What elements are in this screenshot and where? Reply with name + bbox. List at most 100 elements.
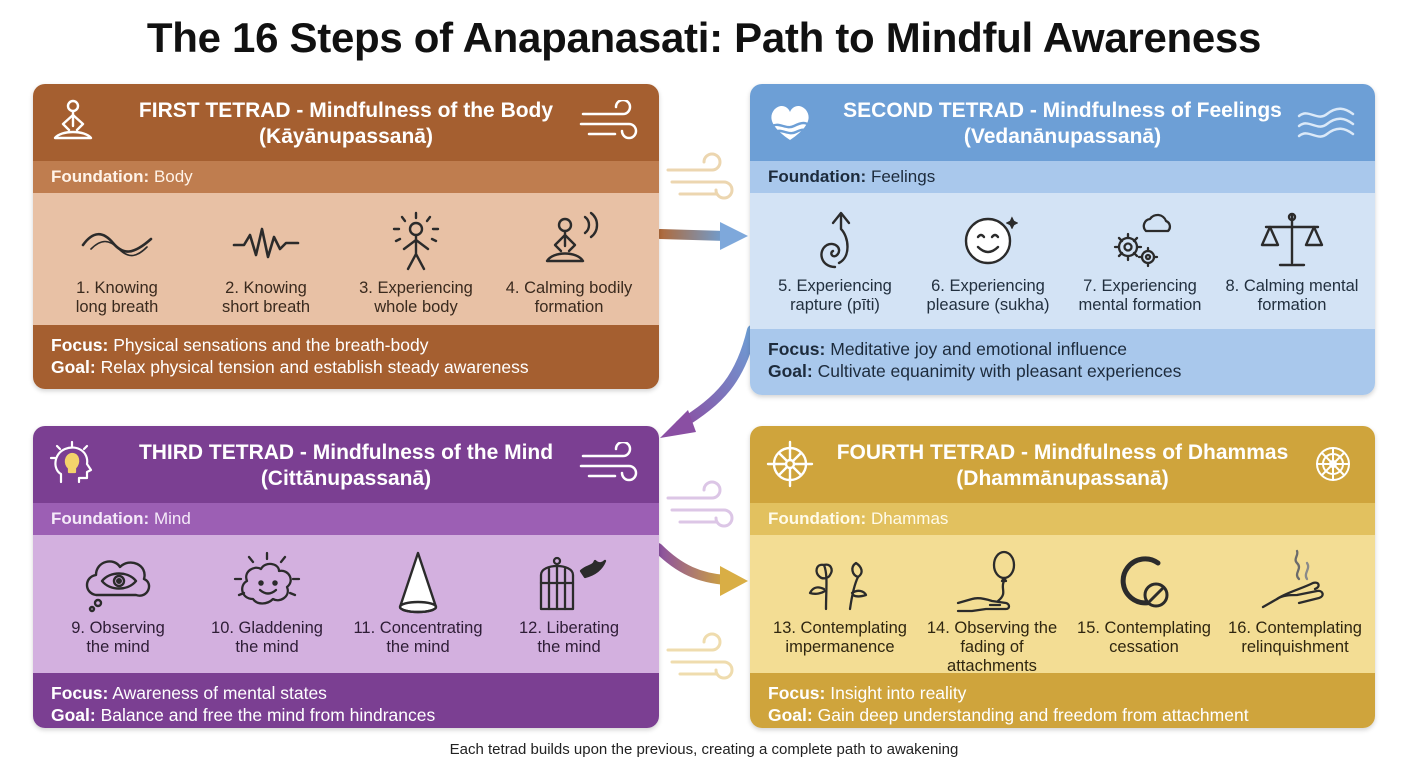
focus-value: Insight into reality: [830, 683, 967, 703]
steps-row: 5. Experiencing rapture (pīti) 6. Experi…: [750, 193, 1375, 329]
goal-value: Balance and free the mind from hindrance…: [100, 705, 436, 725]
goal-line: Goal: Balance and free the mind from hin…: [51, 704, 641, 726]
step-8: 8. Calming mental formation: [1216, 207, 1368, 315]
focus-value: Awareness of mental states: [112, 683, 327, 703]
foundation-row: Foundation: Dhammas: [750, 503, 1375, 535]
steps-row: 13. Contemplating impermanence 14. Obser…: [750, 535, 1375, 676]
cessation-icon: [1120, 556, 1169, 608]
step-label: 3. Experiencing: [359, 279, 473, 297]
tetrad-card-feelings: SECOND TETRAD - Mindfulness of Feelings …: [750, 84, 1375, 395]
goal-line: Goal: Cultivate equanimity with pleasant…: [768, 360, 1357, 382]
arrow-1-to-2: [655, 222, 748, 250]
tetrad-title: THIRD TETRAD - Mindfulness of the Mind: [138, 441, 554, 464]
step-label: formation: [1257, 296, 1327, 314]
balance-scale-icon: [1260, 212, 1324, 267]
step-label: impermanence: [785, 638, 895, 656]
wind-icon: [666, 152, 734, 680]
step-label: 1. Knowing: [76, 279, 158, 297]
step-14: 14. Observing the fading of attachments: [916, 549, 1068, 676]
steps-row: 1. Knowing long breath 2. Knowing short …: [33, 193, 659, 325]
step-13: 13. Contemplating impermanence: [764, 549, 916, 657]
tetrad-header: FOURTH TETRAD - Mindfulness of Dhammas (…: [750, 426, 1375, 503]
step-4: 4. Calming bodily formation: [493, 209, 645, 317]
step-label: mental formation: [1078, 296, 1202, 314]
step-10: 10. Gladdening the mind: [191, 549, 343, 657]
step-label: 7. Experiencing: [1083, 277, 1197, 295]
step-label: 2. Knowing: [225, 279, 307, 297]
foundation-row: Foundation: Mind: [33, 503, 659, 535]
short-wave-icon: [232, 227, 300, 259]
foundation-label: Foundation:: [51, 167, 150, 186]
foundation-label: Foundation:: [768, 509, 867, 528]
tetrad-subtitle: (Kāyānupassanā): [259, 125, 433, 148]
focus-label: Focus:: [768, 683, 826, 703]
step-label: relinquishment: [1241, 638, 1349, 656]
tetrad-card-mind: THIRD TETRAD - Mindfulness of the Mind (…: [33, 426, 659, 728]
goal-label: Goal:: [768, 705, 813, 725]
summary-box: Focus: Insight into reality Goal: Gain d…: [750, 673, 1375, 728]
summary-box: Focus: Awareness of mental states Goal: …: [33, 673, 659, 728]
step-label: the mind: [235, 638, 299, 656]
focus-value: Physical sensations and the breath-body: [113, 335, 429, 355]
step-6: 6. Experiencing pleasure (sukha): [912, 207, 1064, 315]
focus-label: Focus:: [768, 339, 826, 359]
tetrad-header: FIRST TETRAD - Mindfulness of the Body (…: [33, 84, 659, 161]
step-9: 9. Observing the mind: [42, 549, 194, 657]
summary-box: Focus: Meditative joy and emotional infl…: [750, 329, 1375, 395]
foundation-value: Body: [153, 167, 193, 186]
meditating-person-icon: [53, 99, 93, 140]
step-label: 5. Experiencing: [778, 277, 892, 295]
step-label: 13. Contemplating: [773, 619, 907, 637]
step-label: the mind: [386, 638, 450, 656]
smiley-icon: [964, 216, 1019, 265]
wilting-flower-icon: [808, 561, 868, 611]
goal-line: Goal: Gain deep understanding and freedo…: [768, 704, 1357, 726]
focus-value: Meditative joy and emotional influence: [830, 339, 1127, 359]
goal-value: Cultivate equanimity with pleasant exper…: [817, 361, 1182, 381]
hand-balloon-icon: [956, 550, 1016, 613]
wave-icon: [1297, 107, 1355, 138]
dharma-wheel-icon: [1316, 447, 1350, 481]
focus-line: Focus: Meditative joy and emotional infl…: [768, 338, 1357, 360]
goal-value: Gain deep understanding and freedom from…: [817, 705, 1249, 725]
step-12: 12. Liberating the mind: [493, 549, 645, 657]
foundation-label: Foundation:: [51, 509, 150, 528]
lightbulb-head-icon: [49, 440, 93, 484]
step-2: 2. Knowing short breath: [190, 209, 342, 317]
tetrad-subtitle: (Dhammānupassanā): [956, 467, 1169, 490]
goal-label: Goal:: [51, 357, 96, 377]
step-label: 9. Observing: [71, 619, 165, 637]
radiant-body-icon: [392, 211, 440, 271]
step-11: 11. Concentrating the mind: [342, 549, 494, 657]
gears-cloud-icon: [1113, 213, 1171, 268]
foundation-row: Foundation: Feelings: [750, 161, 1375, 193]
focus-line: Focus: Insight into reality: [768, 682, 1357, 704]
goal-value: Relax physical tension and establish ste…: [100, 357, 529, 377]
calm-meditator-icon: [545, 211, 599, 263]
tetrad-card-body: FIRST TETRAD - Mindfulness of the Body (…: [33, 84, 659, 389]
cone-icon: [398, 551, 438, 614]
step-label: 15. Contemplating: [1077, 619, 1211, 637]
step-16: 16. Contemplating relinquishment: [1219, 549, 1371, 657]
focus-line: Focus: Physical sensations and the breat…: [51, 334, 641, 356]
step-label: 16. Contemplating: [1228, 619, 1362, 637]
tetrad-title: FIRST TETRAD - Mindfulness of the Body: [138, 99, 554, 122]
long-wave-icon: [81, 232, 153, 257]
step-label: the mind: [537, 638, 601, 656]
page-title: The 16 Steps of Anapanasati: Path to Min…: [146, 14, 1262, 61]
step-7: 7. Experiencing mental formation: [1064, 207, 1216, 315]
step-label: 8. Calming mental: [1225, 277, 1359, 295]
step-label: 4. Calming bodily: [505, 279, 633, 297]
foundation-value: Dhammas: [870, 509, 949, 528]
tetrad-title: SECOND TETRAD - Mindfulness of Feelings: [843, 99, 1282, 122]
step-label: pleasure (sukha): [926, 296, 1050, 314]
happy-brain-icon: [233, 551, 301, 605]
step-3: 3. Experiencing whole body: [340, 209, 492, 317]
step-label: formation: [534, 298, 604, 316]
foundation-row: Foundation: Body: [33, 161, 659, 193]
tetrad-header: THIRD TETRAD - Mindfulness of the Mind (…: [33, 426, 659, 503]
heart-wave-icon: [771, 105, 811, 140]
dharma-wheel-icon: [766, 440, 814, 488]
step-label: 14. Observing the: [926, 619, 1058, 637]
arrow-3-to-4: [653, 543, 748, 596]
